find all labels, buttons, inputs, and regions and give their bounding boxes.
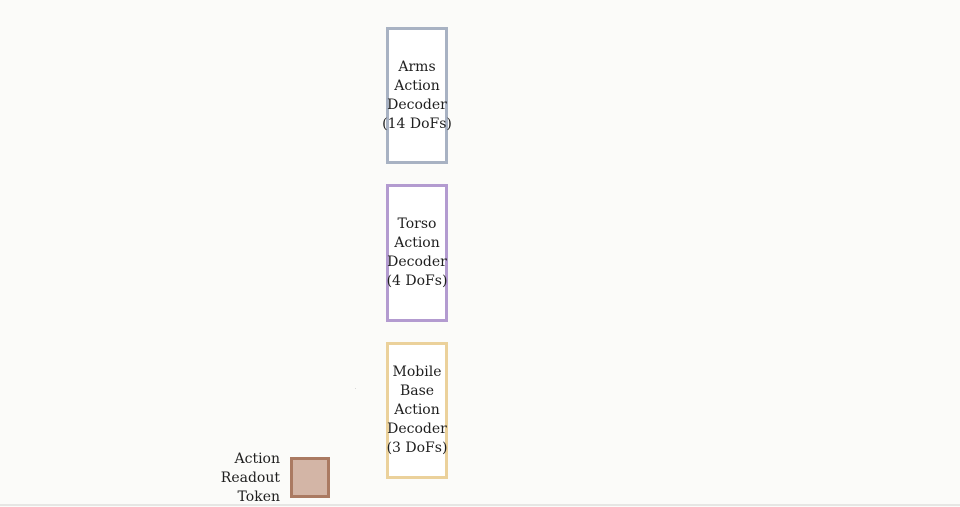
arms-decoder-dof-count: (14 DoFs) — [382, 115, 452, 132]
base-decoder-label-line: Action — [394, 402, 440, 418]
action-readout-token-square — [290, 457, 330, 498]
base-decoder-label-line: Decoder — [387, 421, 447, 437]
background-speck — [355, 388, 356, 389]
arms-decoder-label-line: Action — [394, 77, 440, 94]
mobile-base-action-decoder-box: Mobile Base Action Decoder (3 DoFs) — [386, 342, 448, 479]
token-label-line: Token — [237, 489, 280, 505]
bottom-divider — [0, 504, 960, 506]
torso-action-decoder-box: Torso Action Decoder (4 DoFs) — [386, 184, 448, 322]
torso-decoder-dof-count: (4 DoFs) — [386, 273, 448, 289]
token-label-line: Readout — [220, 470, 280, 486]
base-decoder-dof-count: (3 DoFs) — [386, 440, 448, 456]
action-readout-token-label: Action Readout Token — [221, 450, 280, 507]
arms-decoder-label-line: Arms — [398, 58, 436, 75]
torso-decoder-label-line: Action — [394, 235, 440, 251]
arms-action-decoder-box: Arms Action Decoder (14 DoFs) — [382, 27, 452, 164]
token-label-line: Action — [234, 451, 281, 467]
torso-decoder-label-line: Decoder — [387, 254, 447, 270]
arms-decoder-label-line: Decoder — [387, 96, 447, 113]
base-decoder-label-line: Base — [399, 383, 435, 399]
base-decoder-label-line: Mobile — [392, 364, 442, 380]
torso-decoder-label-line: Torso — [397, 216, 437, 232]
